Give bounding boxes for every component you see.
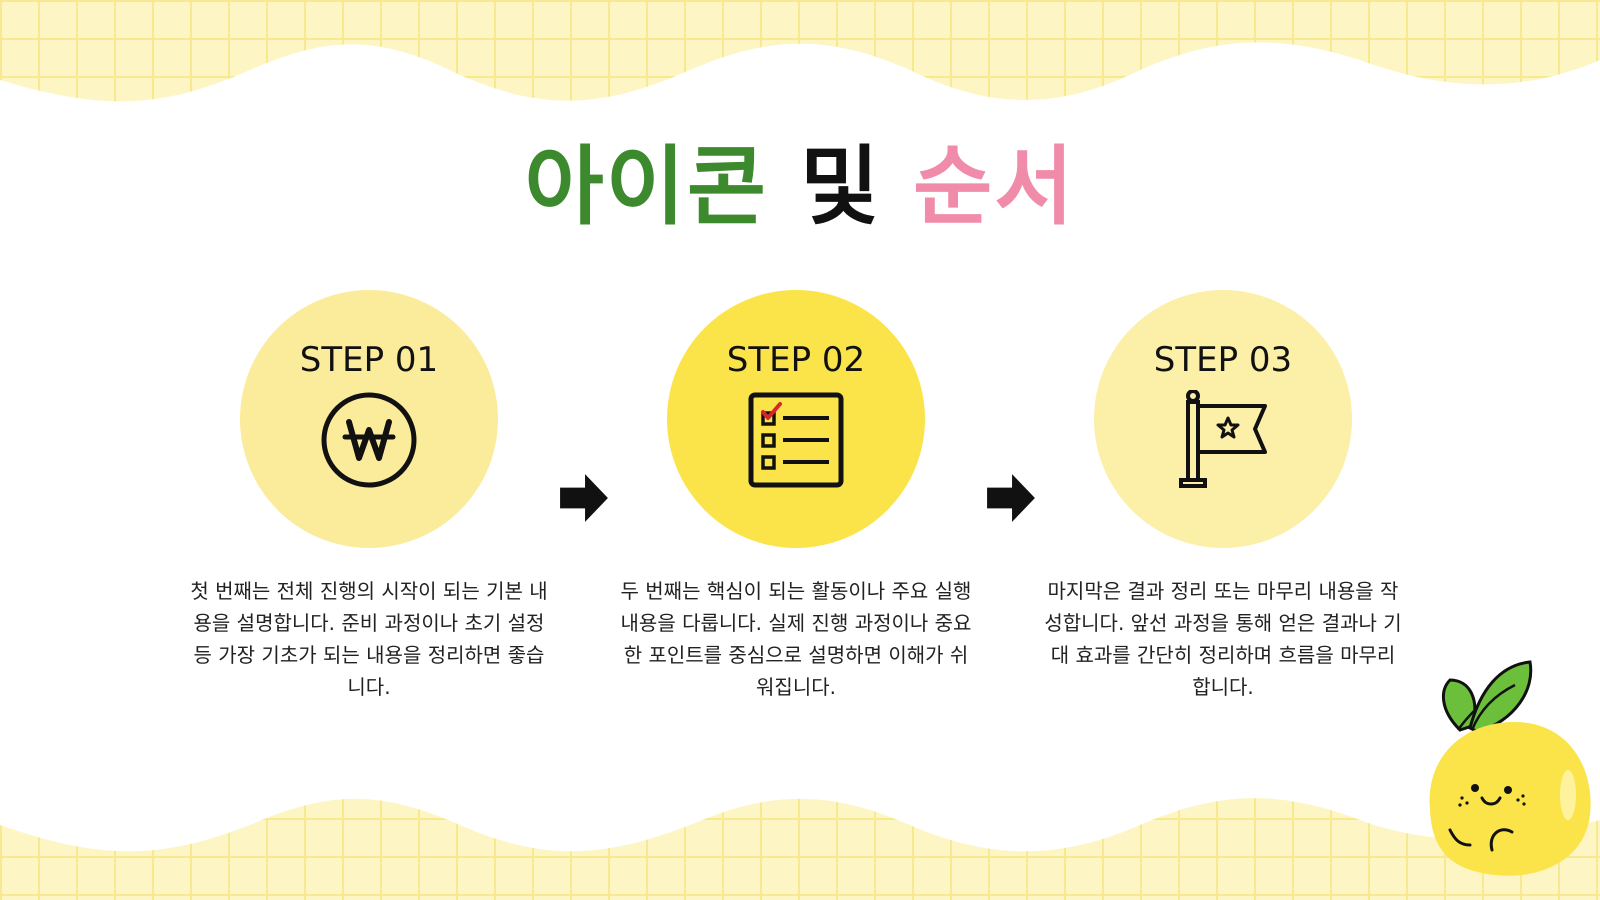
flag-star-icon	[1179, 390, 1267, 488]
title-word-order: 순서	[913, 137, 1076, 237]
page-title: 아이콘 및 순서	[0, 140, 1600, 235]
title-word-and: 및	[800, 137, 882, 237]
step-2-description: 두 번째는 핵심이 되는 활동이나 주요 실행 내용을 다룹니다. 실제 진행 …	[620, 579, 972, 699]
title-word-icon: 아이콘	[524, 137, 769, 237]
arrow-right-icon	[560, 474, 608, 522]
step-1-label: STEP 01	[299, 340, 439, 380]
step-2-label: STEP 02	[726, 340, 866, 380]
checklist-icon	[748, 392, 844, 488]
step-3-circle: STEP 03	[1094, 290, 1352, 548]
step-3-label: STEP 03	[1153, 340, 1293, 380]
arrow-right-icon	[987, 474, 1035, 522]
step-1-description: 첫 번째는 전체 진행의 시작이 되는 기본 내용을 설명합니다. 준비 과정이…	[190, 579, 548, 699]
lemon-mascot-illustration	[1429, 660, 1591, 876]
step-2-circle: STEP 02	[667, 290, 925, 548]
step-1-circle: STEP 01	[240, 290, 498, 548]
step-3-description: 마지막은 결과 정리 또는 마무리 내용을 작성합니다. 앞선 과정을 통해 얻…	[1044, 579, 1402, 699]
bottom-wave	[0, 780, 1600, 852]
won-coin-icon	[321, 392, 417, 488]
top-wave	[0, 42, 1600, 120]
